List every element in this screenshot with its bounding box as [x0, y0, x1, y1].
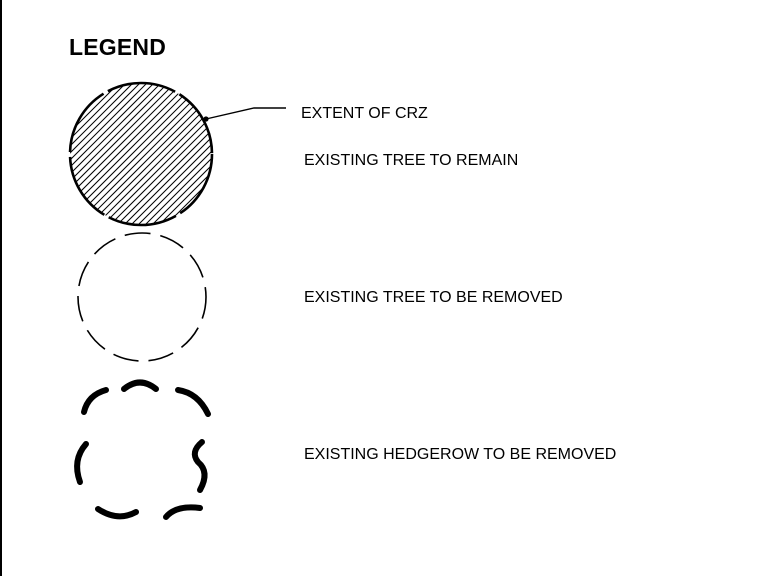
hatch-line [70, 83, 176, 225]
hatch-line [109, 83, 212, 225]
sheet-border [0, 0, 2, 576]
hatch-line [158, 83, 212, 225]
tree-to-be-removed-label: EXISTING TREE TO BE REMOVED [304, 289, 563, 306]
hatch-line [102, 83, 212, 225]
hatch-line [95, 83, 212, 225]
hedgerow-segment [81, 387, 109, 415]
hatch-line [70, 83, 113, 225]
hatch-line [165, 83, 212, 225]
hatch-line [70, 83, 71, 225]
hedgerow-segment [74, 441, 89, 485]
hedgerow-segment [175, 387, 211, 417]
hatch-line [70, 83, 78, 225]
hatch-line [70, 83, 127, 225]
hatch-line [137, 83, 212, 225]
hedgerow-segment [121, 379, 159, 392]
hatch-line [70, 83, 169, 225]
hatch-line [70, 83, 85, 225]
crz-callout-leader [205, 107, 286, 120]
hatch-line [70, 83, 155, 225]
hedgerow-to-be-removed-label: EXISTING HEDGEROW TO BE REMOVED [304, 446, 617, 463]
hatch-line [70, 83, 141, 225]
hedgerow-segment [163, 504, 203, 520]
tree-to-remain-symbol [68, 81, 286, 227]
hatch-line [70, 83, 211, 225]
hatch-line [70, 83, 120, 225]
tree-to-remain-label: EXISTING TREE TO REMAIN [304, 152, 519, 169]
hedgerow-segment [191, 439, 208, 493]
hatch-line [151, 83, 212, 225]
hatch-line [130, 83, 212, 225]
hedgerow-segment [95, 506, 139, 520]
crz-extent-outline [68, 81, 214, 227]
tree-to-be-removed-symbol [77, 232, 207, 362]
crz-callout-label: EXTENT OF CRZ [301, 105, 428, 122]
hatch-line [70, 83, 162, 225]
hatch-line [116, 83, 212, 225]
hedgerow-to-be-removed-symbol [74, 379, 211, 520]
crz-hatching [70, 83, 212, 225]
hatch-line [70, 83, 92, 225]
hatch-line [70, 83, 183, 225]
hatch-line [144, 83, 212, 225]
legend-title: LEGEND [69, 34, 167, 60]
crz-callout-dot [203, 116, 209, 122]
hatch-line [70, 83, 134, 225]
hatch-line [123, 83, 212, 225]
hatch-line [70, 83, 148, 225]
